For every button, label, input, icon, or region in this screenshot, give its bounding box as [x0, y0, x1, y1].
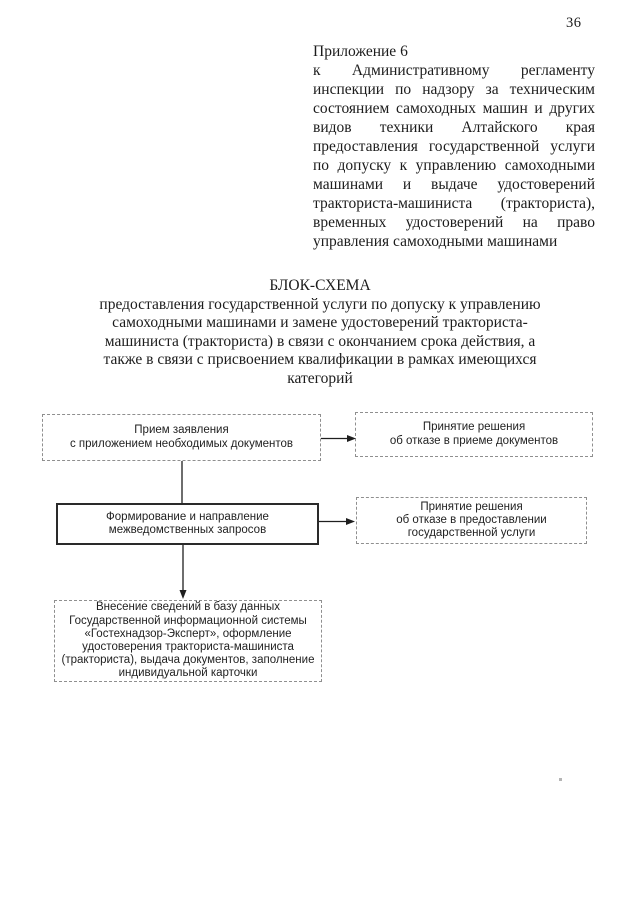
connector-receive-to-reject-docs-arrow: [321, 435, 356, 442]
flowchart-title-line: также в связи с присвоением квалификации…: [103, 351, 537, 368]
flowchart-box-interagency-requests: Формирование и направление межведомствен…: [56, 503, 319, 545]
box-text-line: Принятие решения: [422, 421, 526, 434]
box-text-line: об отказе в приеме документов: [389, 434, 559, 447]
flowchart-box-receive-application: Прием заявления с приложением необходимы…: [42, 414, 321, 461]
appendix-line: тракториста-машиниста (тракториста),: [313, 195, 595, 212]
flowchart-box-reject-service: Принятие решения об отказе в предоставле…: [356, 497, 587, 544]
appendix-line: инспекции по надзору за техническим: [313, 81, 595, 98]
flowchart-title-line: категорий: [287, 369, 353, 387]
flowchart-title-line: предоставления государственной услуги по…: [99, 295, 541, 313]
box-text-line: государственной услуги: [407, 527, 536, 540]
box-text-line: Формирование и направление: [106, 510, 269, 523]
appendix-line: по допуску к управлению самоходными: [313, 157, 595, 174]
page-number: 36: [566, 15, 582, 31]
connector-requests-to-reject-service-arrow: [319, 518, 355, 525]
appendix-line: управления самоходными машинами: [313, 233, 558, 250]
appendix-line: видов техники Алтайского края: [313, 119, 595, 136]
box-text-line: «Гостехнадзор-Эксперт», оформление: [84, 627, 292, 640]
box-text-line: об отказе в предоставлении: [396, 513, 547, 526]
appendix-line: временных удостоверений на право: [313, 214, 595, 231]
connector-requests-to-register-arrow: [179, 545, 187, 599]
box-text-line: Внесение сведений в базу данных: [95, 601, 281, 614]
appendix-line: Приложение 6: [313, 43, 408, 60]
box-text-line: межведомственных запросов: [108, 524, 267, 536]
box-text-line: удостоверения тракториста-машиниста: [82, 641, 294, 653]
flowchart-title: БЛОК-СХЕМА предоставления государственно…: [58, 277, 582, 388]
box-text-line: с приложением необходимых документов: [69, 437, 293, 450]
scan-artifact-dot: [559, 778, 562, 781]
flowchart-title-line: машиниста (тракториста) в связи с оконча…: [104, 332, 536, 350]
appendix-heading-block: Приложение 6 к Административному регламе…: [313, 42, 595, 251]
appendix-line: предоставления государственной услуги: [313, 138, 595, 155]
box-text-line: Принятие решения: [420, 500, 523, 513]
box-text-line: (тракториста), выдача документов, заполн…: [61, 654, 315, 667]
appendix-line: к Административному регламенту: [313, 62, 595, 79]
appendix-line: состоянием самоходных машин и других: [313, 100, 595, 117]
flowchart-title-line: БЛОК-СХЕМА: [269, 277, 371, 294]
flowchart-box-register-and-issue: Внесение сведений в базу данных Государс…: [54, 600, 322, 682]
flowchart-box-reject-documents: Принятие решения об отказе в приеме доку…: [355, 412, 593, 457]
box-text-line: Государственной информационной системы: [69, 614, 307, 627]
box-text-line: Прием заявления: [134, 424, 229, 437]
flowchart-title-line: самоходными машинами и замене удостовере…: [112, 314, 528, 331]
box-text-line: индивидуальной карточки: [118, 667, 258, 680]
appendix-line: машинами и выдаче удостоверений: [313, 176, 595, 193]
